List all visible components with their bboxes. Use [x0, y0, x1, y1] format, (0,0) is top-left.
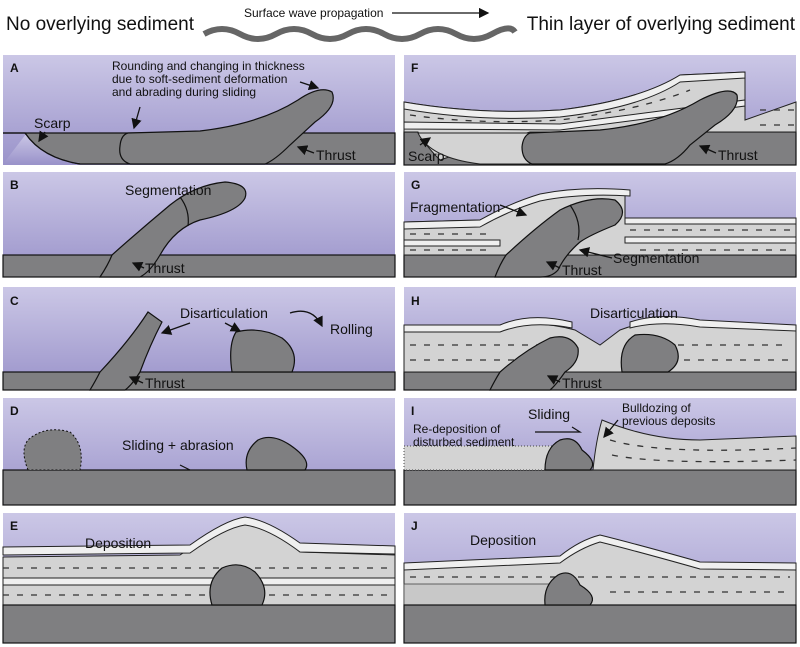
sliding-label: Sliding	[528, 406, 570, 422]
panel-d: D Sliding + abrasion	[2, 398, 396, 506]
panel-e: E Deposition	[2, 513, 396, 644]
bulldozing-label: previous deposits	[622, 414, 715, 428]
panel-g: G Fragmentation Segmentation Thrust	[403, 172, 797, 278]
panel-letter: D	[10, 404, 19, 418]
panel-j: J Deposition	[403, 513, 797, 644]
deposition-label: Deposition	[85, 535, 151, 551]
redeposition-label: disturbed sediment	[413, 435, 515, 449]
segmentation-line	[569, 204, 580, 241]
panel-a: A Rounding and changing in thickness due…	[3, 55, 396, 165]
slid-block	[245, 436, 308, 471]
segmentation-label: Segmentation	[613, 250, 699, 266]
surface-wave-icon	[202, 25, 518, 42]
panel-b: B Segmentation Thrust	[2, 172, 396, 278]
right-column-title: Thin layer of overlying sediment	[527, 14, 796, 35]
thrust-label: Thrust	[316, 147, 356, 163]
slab	[98, 181, 247, 278]
panel-c: C Disarticulation Rolling Thrust	[2, 287, 396, 391]
annotation: Rounding and changing in thickness	[112, 59, 305, 73]
sliding-arrow	[535, 426, 583, 433]
redeposition-label: Re-deposition of	[413, 422, 501, 436]
slab	[119, 89, 334, 165]
thrust-label: Thrust	[562, 375, 602, 391]
panel-f: F Scarp Thrust	[403, 55, 797, 166]
thrust-label: Thrust	[145, 375, 185, 391]
buried-block	[544, 572, 593, 606]
bulldozing-label: Bulldozing of	[622, 401, 691, 415]
segmentation-line	[179, 196, 189, 227]
bulldozing-block	[544, 438, 594, 471]
sliding-arrow	[140, 464, 191, 471]
panel-letter: H	[411, 294, 420, 308]
panel-letter: C	[10, 294, 19, 308]
thrust-label: Thrust	[718, 147, 758, 163]
panel-letter: B	[10, 178, 19, 192]
disarticulation-label: Disarticulation	[590, 305, 678, 321]
disarticulation-label: Disarticulation	[180, 305, 268, 321]
thrust-label: Thrust	[145, 260, 185, 276]
sliding-label: Sliding + abrasion	[122, 437, 234, 453]
segmentation-label: Segmentation	[125, 182, 211, 198]
panel-letter: J	[411, 519, 418, 533]
thrust-label: Thrust	[562, 262, 602, 278]
scarp-label: Scarp	[34, 115, 71, 131]
left-column-title: No overlying sediment	[6, 14, 195, 35]
annotation: due to soft-sediment deformation	[112, 72, 287, 86]
detached-block	[230, 329, 295, 373]
panel-letter: A	[10, 61, 19, 75]
panel-h: H Disarticulation Thrust	[403, 287, 797, 391]
panel-letter: E	[10, 519, 18, 533]
buried-block	[209, 564, 266, 606]
panel-letter: F	[411, 61, 418, 75]
panel-letter: G	[411, 178, 420, 192]
panel-i: I Sliding Bulldozing of previous deposit…	[403, 398, 797, 506]
scarp-label: Scarp	[408, 148, 445, 164]
original-block-outline	[23, 429, 82, 471]
detached-block	[620, 333, 679, 373]
deposition-label: Deposition	[470, 532, 536, 548]
slab	[494, 198, 624, 278]
panel-letter: I	[411, 404, 414, 418]
slab	[521, 90, 738, 165]
wave-label: Surface wave propagation	[244, 6, 383, 20]
annotation: and abrading during sliding	[112, 85, 256, 99]
slab-fragment	[88, 311, 163, 391]
fragmentation-label: Fragmentation	[410, 199, 500, 215]
rolling-label: Rolling	[330, 321, 373, 337]
